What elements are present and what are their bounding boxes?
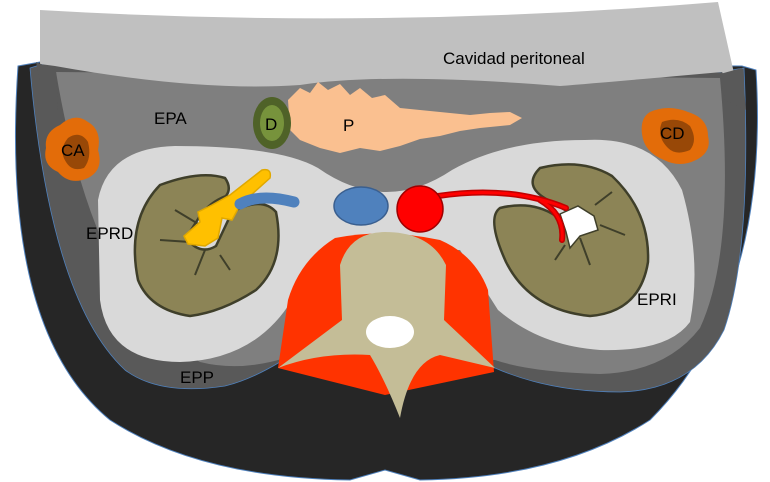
spinal-canal — [366, 316, 414, 348]
label-epri: EPRI — [637, 290, 677, 309]
pancreas — [288, 82, 522, 153]
label-duodenum: D — [265, 115, 277, 134]
right-kidney — [133, 173, 280, 318]
label-epa: EPA — [154, 109, 187, 128]
label-peritoneal-cavity: Cavidad peritoneal — [443, 49, 585, 68]
label-eprd: EPRD — [86, 224, 133, 243]
inferior-vena-cava — [333, 186, 389, 226]
left-wall-strip — [36, 62, 58, 110]
duodenum — [253, 97, 291, 149]
left-renal-sinus — [559, 205, 599, 250]
label-ascending-colon: CA — [61, 141, 85, 160]
ascending-colon — [45, 117, 100, 181]
label-epp: EPP — [180, 368, 214, 387]
label-pancreas: P — [343, 116, 354, 135]
aorta — [396, 185, 444, 233]
left-renal-artery-fill — [436, 190, 568, 242]
peritoneal-cavity — [40, 2, 740, 100]
right-wall-strip — [720, 68, 746, 110]
right-renal-vein — [234, 192, 300, 210]
label-descending-colon: CD — [660, 124, 685, 143]
descending-colon — [641, 108, 709, 164]
kidney-calyx-lines — [159, 191, 626, 276]
